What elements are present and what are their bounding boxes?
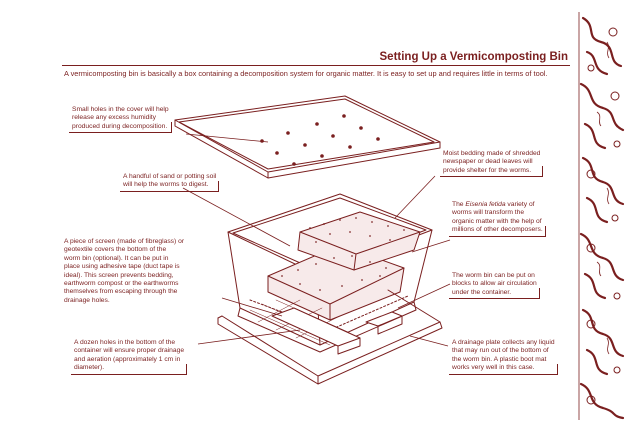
note-eisenia: The Eisenia fetida variety of worms will… (452, 201, 543, 235)
note-cover-holes: Small holes in the cover will help relea… (72, 106, 169, 131)
note-bar (545, 226, 546, 237)
note-underline (71, 374, 187, 375)
note-bar (542, 166, 543, 177)
note-bedding: Moist bedding made of shredded newspaper… (443, 150, 540, 175)
note-bar (218, 181, 219, 192)
note-sand: A handful of sand or potting soil will h… (123, 173, 216, 190)
note-bar (171, 122, 172, 133)
note-underline (449, 298, 540, 299)
note-drain-holes: A dozen holes in the bottom of the conta… (74, 339, 184, 373)
note-underline (449, 236, 546, 237)
worm-border-decoration (577, 12, 627, 420)
note-underline (69, 132, 172, 133)
note-drainage-plate: A drainage plate collects any liquid tha… (452, 339, 555, 373)
note-underline (120, 191, 219, 192)
note-underline (449, 374, 558, 375)
note-bar (539, 288, 540, 299)
note-bar (557, 364, 558, 375)
note-underline (440, 176, 543, 177)
note-blocks: The worm bin can be put on blocks to all… (452, 272, 537, 297)
note-screen: A piece of screen (made of fibreglass) o… (64, 238, 184, 305)
note-bar (186, 364, 187, 375)
